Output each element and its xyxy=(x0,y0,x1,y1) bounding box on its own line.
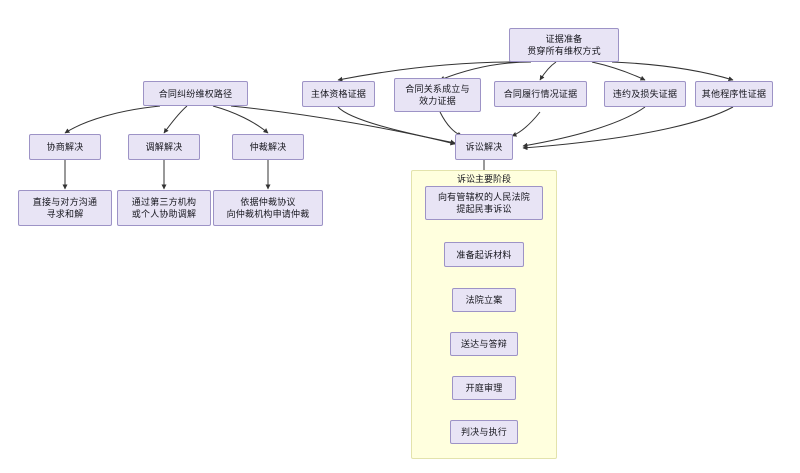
node-judgment-enforcement-label: 判决与执行 xyxy=(460,427,507,437)
edge-formation-to-litigation xyxy=(439,111,463,137)
edge-performance-to-litigation xyxy=(511,111,541,137)
node-negotiation[interactable]: 协商解决 xyxy=(29,134,101,160)
node-contract-performance-label: 合同履行情况证据 xyxy=(503,89,578,99)
node-service-and-defense-label: 送达与答辩 xyxy=(460,339,507,349)
node-negotiation-detail[interactable]: 直接与对方沟通 寻求和解 xyxy=(18,190,112,226)
node-arbitration-detail[interactable]: 依据仲裁协议 向仲裁机构申请仲裁 xyxy=(213,190,323,226)
edge-path-to-mediation xyxy=(163,105,188,134)
node-service-and-defense[interactable]: 送达与答辩 xyxy=(450,332,518,356)
node-mediation-label: 调解解决 xyxy=(145,142,183,152)
edge-subject-to-litigation xyxy=(337,106,456,145)
node-subject-qualification[interactable]: 主体资格证据 xyxy=(302,81,375,107)
node-prepare-materials[interactable]: 准备起诉材料 xyxy=(444,242,524,267)
node-contract-dispute-path-label: 合同纠纷维权路径 xyxy=(158,88,233,99)
node-litigation-label: 诉讼解决 xyxy=(465,142,503,152)
node-contract-formation-validity[interactable]: 合同关系成立与 效力证据 xyxy=(394,78,481,112)
node-mediation-detail-label: 通过第三方机构 或个人协助调解 xyxy=(131,197,197,219)
node-other-procedural[interactable]: 其他程序性证据 xyxy=(695,81,773,107)
subgraph-litigation-stages-label: 诉讼主要阶段 xyxy=(456,174,511,184)
node-breach-and-loss-label: 违约及损失证据 xyxy=(612,89,678,99)
edge-path-to-arbitration xyxy=(212,105,269,134)
node-arbitration[interactable]: 仲裁解决 xyxy=(232,134,304,160)
node-contract-performance[interactable]: 合同履行情况证据 xyxy=(494,81,587,107)
node-arbitration-detail-label: 依据仲裁协议 向仲裁机构申请仲裁 xyxy=(226,197,310,219)
node-judgment-enforcement[interactable]: 判决与执行 xyxy=(450,420,518,444)
node-contract-formation-validity-label: 合同关系成立与 效力证据 xyxy=(405,84,470,106)
node-other-procedural-label: 其他程序性证据 xyxy=(701,89,767,99)
node-evidence-prep[interactable]: 证据准备 贯穿所有维权方式 xyxy=(509,28,619,62)
node-evidence-prep-label: 证据准备 贯穿所有维权方式 xyxy=(527,34,601,56)
node-subject-qualification-label: 主体资格证据 xyxy=(310,89,367,99)
node-court-acceptance-label: 法院立案 xyxy=(465,295,503,305)
node-negotiation-detail-label: 直接与对方沟通 寻求和解 xyxy=(32,197,98,219)
node-file-lawsuit-label: 向有管辖权的人民法院 提起民事诉讼 xyxy=(437,192,530,214)
edge-other-to-litigation xyxy=(522,106,734,151)
edge-evidenceprep-to-performance xyxy=(539,61,557,81)
node-litigation[interactable]: 诉讼解决 xyxy=(455,134,513,160)
node-mediation-detail[interactable]: 通过第三方机构 或个人协助调解 xyxy=(117,190,211,226)
node-negotiation-label: 协商解决 xyxy=(46,142,84,152)
edge-evidenceprep-to-other xyxy=(611,61,734,82)
edge-evidenceprep-to-breach xyxy=(591,61,646,81)
node-arbitration-label: 仲裁解决 xyxy=(249,142,287,152)
node-contract-dispute-path[interactable]: 合同纠纷维权路径 xyxy=(143,81,248,106)
node-mediation[interactable]: 调解解决 xyxy=(128,134,200,160)
node-breach-and-loss[interactable]: 违约及损失证据 xyxy=(604,81,686,107)
edge-path-to-negotiation xyxy=(64,105,161,134)
node-court-acceptance[interactable]: 法院立案 xyxy=(452,288,516,312)
node-file-lawsuit[interactable]: 向有管辖权的人民法院 提起民事诉讼 xyxy=(425,186,543,220)
node-court-hearing[interactable]: 开庭审理 xyxy=(452,376,516,400)
node-court-hearing-label: 开庭审理 xyxy=(465,383,503,393)
node-prepare-materials-label: 准备起诉材料 xyxy=(456,249,512,260)
edge-breach-to-litigation xyxy=(522,106,646,148)
